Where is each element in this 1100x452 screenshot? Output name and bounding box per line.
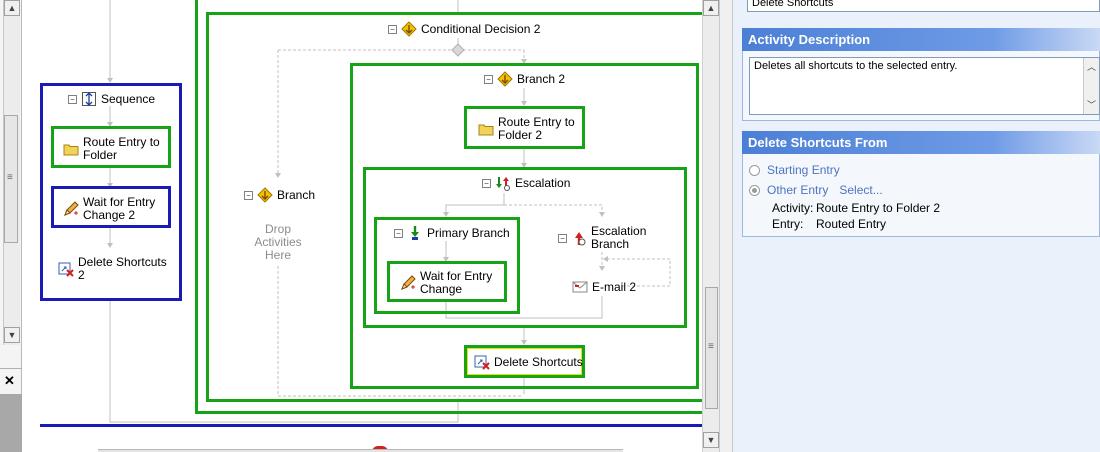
folder-icon <box>478 124 494 136</box>
route-entry-to-folder-activity[interactable] <box>51 126 171 168</box>
diamond-decision-icon <box>257 187 273 203</box>
email-2-activity[interactable]: E-mail 2 <box>572 279 636 295</box>
activity-description-text: Deletes all shortcuts to the selected en… <box>754 60 958 72</box>
canvas-scroll-thumb[interactable]: ≡ <box>705 287 718 409</box>
wait-for-entry-change-2-activity[interactable] <box>51 186 171 228</box>
activity-label: Activity: <box>772 201 814 215</box>
escalation-icon <box>496 177 510 191</box>
delete-shortcuts-from-section <box>742 154 1100 237</box>
delete-shortcuts-from-header[interactable]: Delete Shortcuts From <box>742 131 1100 154</box>
wait-for-entry-change-2-label: Wait for Entry Change 2 <box>63 196 167 222</box>
minus-icon[interactable]: − <box>388 24 397 34</box>
left-tool-strip: ▲ ≡ ▼ ✕ <box>0 0 22 452</box>
other-entry-option[interactable]: Other Entry Select... <box>749 183 883 197</box>
chevron-up-icon[interactable]: ︿ <box>1087 62 1097 72</box>
branch-header[interactable]: − Branch <box>244 187 315 203</box>
activity-description-header[interactable]: Activity Description <box>742 28 1100 51</box>
canvas-vertical-scrollbar[interactable]: ▲ ≡ ▼ <box>702 0 719 452</box>
diamond-decision-icon <box>497 71 513 87</box>
delete-shortcuts-activity[interactable] <box>464 345 585 378</box>
minus-icon[interactable]: − <box>482 178 491 188</box>
escalation-header[interactable]: − Escalation <box>482 175 570 191</box>
escalation-title: Escalation <box>515 176 571 190</box>
wait-for-entry-change-activity[interactable] <box>387 261 507 302</box>
left-divider <box>0 368 22 369</box>
select-entry-link[interactable]: Select... <box>839 183 883 197</box>
activity-name-field[interactable]: Delete Shortcuts <box>747 0 1100 12</box>
left-grip-icon: ≡ <box>7 172 13 183</box>
workflow-canvas[interactable]: − Conditional Decision 2 − Sequence Rout… <box>22 0 702 452</box>
primary-branch-title: Primary Branch <box>427 226 510 240</box>
properties-panel: Delete Shortcuts Activity Description De… <box>733 0 1100 452</box>
sequence-header[interactable]: − Sequence <box>68 91 155 107</box>
left-lower-panel <box>0 394 22 452</box>
conditional-decision-header[interactable]: − Conditional Decision 2 <box>388 21 540 37</box>
canvas-scroll-down-button[interactable]: ▼ <box>703 432 719 448</box>
activity-description-textarea[interactable]: Deletes all shortcuts to the selected en… <box>749 57 1100 115</box>
branch-2-container[interactable] <box>350 63 699 389</box>
close-icon[interactable]: ✕ <box>4 373 15 388</box>
escalation-branch-icon <box>575 232 586 246</box>
primary-branch-container[interactable] <box>374 217 520 314</box>
route-entry-to-folder-2-activity[interactable] <box>464 106 585 149</box>
panel-splitter[interactable] <box>719 0 733 452</box>
delete-shortcuts-2-activity[interactable]: Delete Shortcuts 2 <box>58 256 168 282</box>
pencil-icon <box>64 201 79 216</box>
diamond-decision-icon <box>401 21 417 37</box>
pencil-icon <box>401 275 416 290</box>
left-scroll-up-button[interactable]: ▲ <box>4 0 20 16</box>
conditional-decision-title: Conditional Decision 2 <box>421 22 541 36</box>
sequence-container[interactable] <box>40 83 182 301</box>
delete-shortcuts-label: Delete Shortcuts <box>474 354 583 370</box>
branch-title: Branch <box>277 188 316 202</box>
minus-icon[interactable]: − <box>558 233 567 243</box>
connector-lines <box>107 0 671 423</box>
sequence-title: Sequence <box>101 92 156 106</box>
other-entry-radio[interactable] <box>749 184 760 196</box>
minus-icon[interactable]: − <box>244 190 253 200</box>
left-scroll-thumb[interactable] <box>4 115 18 243</box>
chevron-down-icon[interactable]: ﹀ <box>1087 100 1097 110</box>
starting-entry-radio[interactable] <box>749 164 760 176</box>
minus-icon[interactable]: − <box>394 228 403 238</box>
email-icon <box>572 281 588 293</box>
route-entry-to-folder-label: Route Entry to Folder <box>63 136 167 162</box>
wait-for-entry-change-label: Wait for Entry Change <box>400 270 504 296</box>
activity-value: Route Entry to Folder 2 <box>816 201 941 215</box>
bottom-sequence-border <box>40 424 702 427</box>
sequence-icon <box>82 92 96 106</box>
starting-entry-option[interactable]: Starting Entry <box>749 163 840 177</box>
grip-icon: ≡ <box>708 341 714 352</box>
escalation-container[interactable] <box>363 167 687 328</box>
delete-shortcut-icon <box>58 262 74 277</box>
primary-branch-icon <box>411 226 419 240</box>
route-entry-to-folder-2-label: Route Entry to Folder 2 <box>478 116 582 142</box>
escalation-branch-title: Escalation Branch <box>591 224 647 251</box>
delete-shortcut-icon <box>474 355 490 370</box>
outer-container[interactable] <box>195 0 702 414</box>
minus-icon[interactable]: − <box>484 74 493 84</box>
hscroll-strip[interactable] <box>98 449 623 452</box>
branch-2-header[interactable]: − Branch 2 <box>484 71 565 87</box>
escalation-branch-header[interactable]: − Escalation Branch <box>558 225 647 251</box>
entry-value: Routed Entry <box>816 217 887 231</box>
folder-icon <box>63 144 79 156</box>
drop-activities-placeholder[interactable]: Drop Activities Here <box>254 222 302 262</box>
conditional-decision-container[interactable] <box>206 12 702 402</box>
left-scroll-down-button[interactable]: ▼ <box>4 327 20 343</box>
minus-icon[interactable]: − <box>68 94 77 104</box>
entry-label: Entry: <box>772 217 804 231</box>
primary-branch-header[interactable]: − Primary Branch <box>394 225 510 241</box>
canvas-scroll-up-button[interactable]: ▲ <box>703 0 719 16</box>
description-scrollbar[interactable]: ︿ ﹀ <box>1083 58 1099 114</box>
branch-2-title: Branch 2 <box>517 72 566 86</box>
